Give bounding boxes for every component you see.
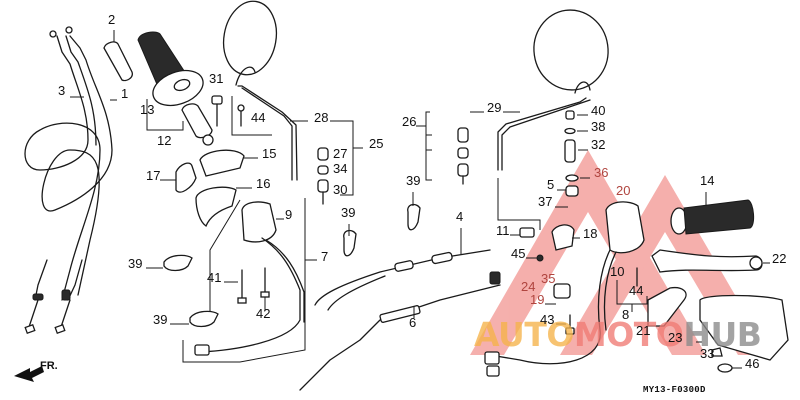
left-switch-assembly (182, 198, 317, 363)
callout-c18: 18 (583, 226, 598, 241)
callout-c3: 3 (58, 83, 66, 98)
watermark-part2: MOTO (573, 315, 684, 354)
switch-bolts (224, 267, 270, 310)
watermark-auto: AUTOMOTOHUB (474, 315, 762, 354)
callout-c41: 41 (207, 270, 222, 285)
callout-c13: 13 (140, 102, 155, 117)
callout-c8: 8 (622, 307, 630, 322)
throttle-cables (24, 26, 117, 335)
callout-c23: 23 (668, 330, 683, 345)
callout-c15: 15 (262, 146, 277, 161)
callout-c22: 22 (772, 251, 787, 266)
callout-c39c: 39 (341, 205, 356, 220)
lever-pivot-stack (555, 110, 590, 208)
callout-c32: 32 (591, 137, 606, 152)
callout-c28: 28 (314, 110, 329, 125)
control-cables (299, 228, 501, 391)
callout-c11: 11 (496, 223, 510, 238)
callout-c33: 33 (700, 346, 715, 361)
callout-c37: 37 (538, 194, 553, 209)
callout-c6: 6 (409, 315, 417, 330)
mirror-bolts (211, 95, 272, 136)
callout-c31: 31 (209, 71, 224, 86)
callout-c25: 25 (369, 136, 384, 151)
callout-c40: 40 (591, 103, 606, 118)
callout-c21: 21 (636, 323, 651, 338)
grip-end-cap (103, 30, 133, 82)
callout-c27: 27 (333, 146, 348, 161)
callout-c16: 16 (256, 176, 271, 191)
lever-guard (647, 286, 789, 373)
front-direction-label: FR. (40, 360, 58, 372)
callout-c38: 38 (591, 119, 606, 134)
callout-c5: 5 (547, 177, 555, 192)
callout-c17: 17 (146, 168, 161, 183)
right-mirror (416, 9, 609, 230)
callout-c12: 12 (157, 133, 172, 148)
callout-c14: 14 (700, 173, 715, 188)
callout-c24: 24 (521, 279, 536, 294)
callout-c34: 34 (333, 161, 348, 176)
callout-c39a: 39 (128, 256, 143, 271)
callout-c44b: 44 (629, 283, 644, 298)
callout-c19: 19 (530, 292, 545, 307)
clutch-lever (651, 249, 770, 273)
callout-c39d: 39 (406, 173, 421, 188)
left-mirror (222, 0, 363, 196)
callout-c7: 7 (321, 249, 329, 264)
callout-c45: 45 (511, 246, 526, 261)
callout-c46: 46 (745, 356, 760, 371)
cable-clips (146, 192, 421, 328)
callout-c26: 26 (402, 114, 417, 129)
callout-c9: 9 (285, 207, 293, 222)
mirror-hardware-right (457, 127, 469, 185)
callout-c30: 30 (333, 182, 348, 197)
watermark-part3: HUB (683, 315, 762, 354)
callout-c29: 29 (487, 100, 502, 115)
callout-c1: 1 (121, 86, 129, 101)
diagram-code: MY13-F0300D (643, 385, 706, 395)
callout-c20: 20 (616, 183, 631, 198)
callout-c42: 42 (256, 306, 271, 321)
mirror-hardware-left (317, 147, 329, 205)
right-grip (670, 192, 755, 235)
lever-holders (160, 149, 258, 227)
callout-c4: 4 (456, 209, 464, 224)
callout-c35: 35 (541, 271, 556, 286)
callout-c36: 36 (594, 165, 609, 180)
callout-c2: 2 (108, 12, 116, 27)
front-direction-arrow (14, 366, 44, 382)
callout-c39b: 39 (153, 312, 168, 327)
watermark-part1: AUTO (474, 315, 574, 354)
right-switch-assembly (484, 201, 648, 377)
callout-c43: 43 (540, 312, 555, 327)
throttle-grip (137, 31, 214, 146)
callout-c10: 10 (610, 264, 625, 279)
callout-c44a: 44 (251, 110, 266, 125)
